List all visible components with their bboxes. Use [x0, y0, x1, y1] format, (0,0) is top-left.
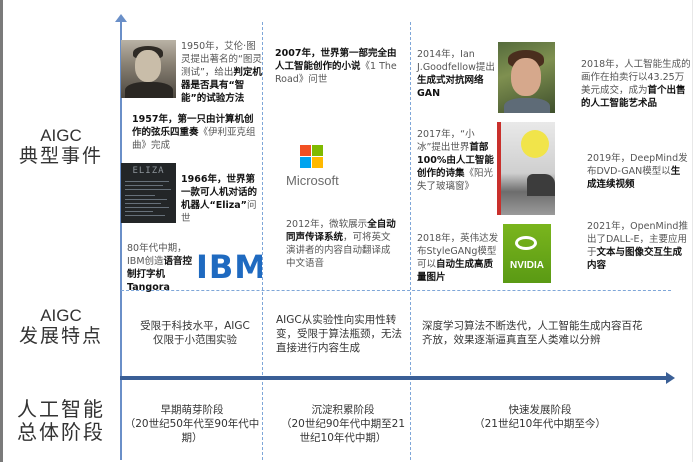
- event-2014: 2014年，Ian J.Goodfellow提出生成式对抗网络GAN: [417, 49, 495, 99]
- row-label-events-line1: AIGC: [40, 126, 82, 145]
- ibm-logo: IBM: [196, 252, 262, 282]
- event-1957: 1957年，第一只由计算机创作的弦乐四重奏《伊利亚克组曲》完成: [132, 114, 256, 151]
- row-label-features: AIGC 发展特点: [2, 306, 120, 347]
- book-cover: [497, 122, 555, 215]
- vertical-axis: [120, 18, 122, 460]
- eliza-title: ELIZA: [132, 166, 165, 176]
- stage-early: 早期萌芽阶段 （20世纪50年代至90年代中期）: [122, 403, 262, 445]
- ibm-logo-text: IBM: [196, 252, 262, 282]
- stage-middle: 沉淀积累阶段 （20世纪90年代中期至21世纪10年代中期）: [280, 403, 406, 445]
- row-label-features-line1: AIGC: [40, 306, 82, 325]
- goodfellow-photo: [498, 42, 555, 113]
- nvidia-logo: NVIDIA: [503, 224, 551, 283]
- event-2019: 2019年，DeepMind发布DVD-GAN模型以生成连续视频: [587, 153, 688, 190]
- timeline-arrow: [120, 376, 667, 380]
- vertical-axis-arrowhead-icon: [115, 14, 127, 22]
- stage-early-period: （20世纪50年代至90年代中期）: [124, 418, 260, 444]
- feature-early: 受限于科技水平，AIGC仅限于小范围实验: [140, 320, 250, 346]
- feature-middle: AIGC从实验性向实用性转变，受限于算法瓶颈，无法直接进行内容生成: [276, 314, 402, 354]
- event-1950: 1950年，艾伦·图灵提出著名的“图灵测试”，给出判定机器是否具有“智能”的试验…: [181, 41, 262, 104]
- row-label-events-line2: 典型事件: [18, 144, 103, 167]
- divider-early-middle: [262, 22, 263, 460]
- event-1980s: 80年代中期，IBM创造语音控制打字机 Tangora: [127, 243, 193, 293]
- nvidia-logo-text: NVIDIA: [510, 260, 544, 271]
- left-border: [0, 0, 3, 462]
- divider-events-features: [121, 290, 671, 291]
- row-label-events: AIGC 典型事件: [2, 126, 120, 167]
- feature-fast: 深度学习算法不断迭代，人工智能生成内容百花齐放，效果逐渐逼真直至人类难以分辨: [422, 320, 643, 346]
- row-label-stages-line2: 总体阶段: [17, 420, 105, 444]
- stage-middle-name: 沉淀积累阶段: [311, 404, 375, 416]
- event-1966: 1966年，世界第一款可人机对话的机器人“Eliza”问世: [181, 174, 258, 224]
- right-border: [692, 0, 693, 462]
- stage-fast-name: 快速发展阶段: [508, 404, 572, 416]
- eliza-screenshot: ELIZA: [121, 163, 176, 223]
- row-label-stages: 人工智能 总体阶段: [2, 398, 120, 444]
- stage-fast: 快速发展阶段 （21世纪10年代中期至今）: [470, 403, 610, 431]
- stage-middle-period: （20世纪90年代中期至21世纪10年代中期）: [280, 418, 406, 444]
- event-2021: 2021年，OpenMind推出了DALL-E，主要应用于文本与图像交互生成内容: [587, 221, 688, 271]
- nvidia-eye-icon: [515, 236, 537, 250]
- microsoft-logo: [300, 145, 338, 183]
- event-2007: 2007年，世界第一部完全由人工智能创作的小说《1 The Road》问世: [275, 48, 397, 85]
- divider-middle-fast: [410, 22, 411, 460]
- row-label-features-line2: 发展特点: [18, 324, 103, 347]
- event-2017: 2017年，“小冰”提出世界首部100%由人工智能创作的诗集《阳光失了玻璃窗》: [417, 129, 494, 192]
- turing-photo: [121, 40, 176, 98]
- stage-fast-period: （21世纪10年代中期至今）: [474, 418, 606, 430]
- timeline-arrowhead-icon: [666, 372, 675, 384]
- microsoft-logo-text: Microsoft: [286, 173, 339, 188]
- event-2012: 2012年，微软展示全自动同声传译系统，可将英文演讲者的内容自动翻译成中文语音: [286, 219, 396, 269]
- stage-early-name: 早期萌芽阶段: [160, 404, 224, 416]
- event-2018-artwork: 2018年，人工智能生成的画作在拍卖行以43.25万美元成交，成为首个出售的人工…: [581, 59, 691, 109]
- event-2018-nvidia: 2018年，英伟达发布StyleGANg模型可以自动生成高质量图片: [417, 233, 499, 283]
- row-label-stages-line1: 人工智能: [17, 397, 105, 421]
